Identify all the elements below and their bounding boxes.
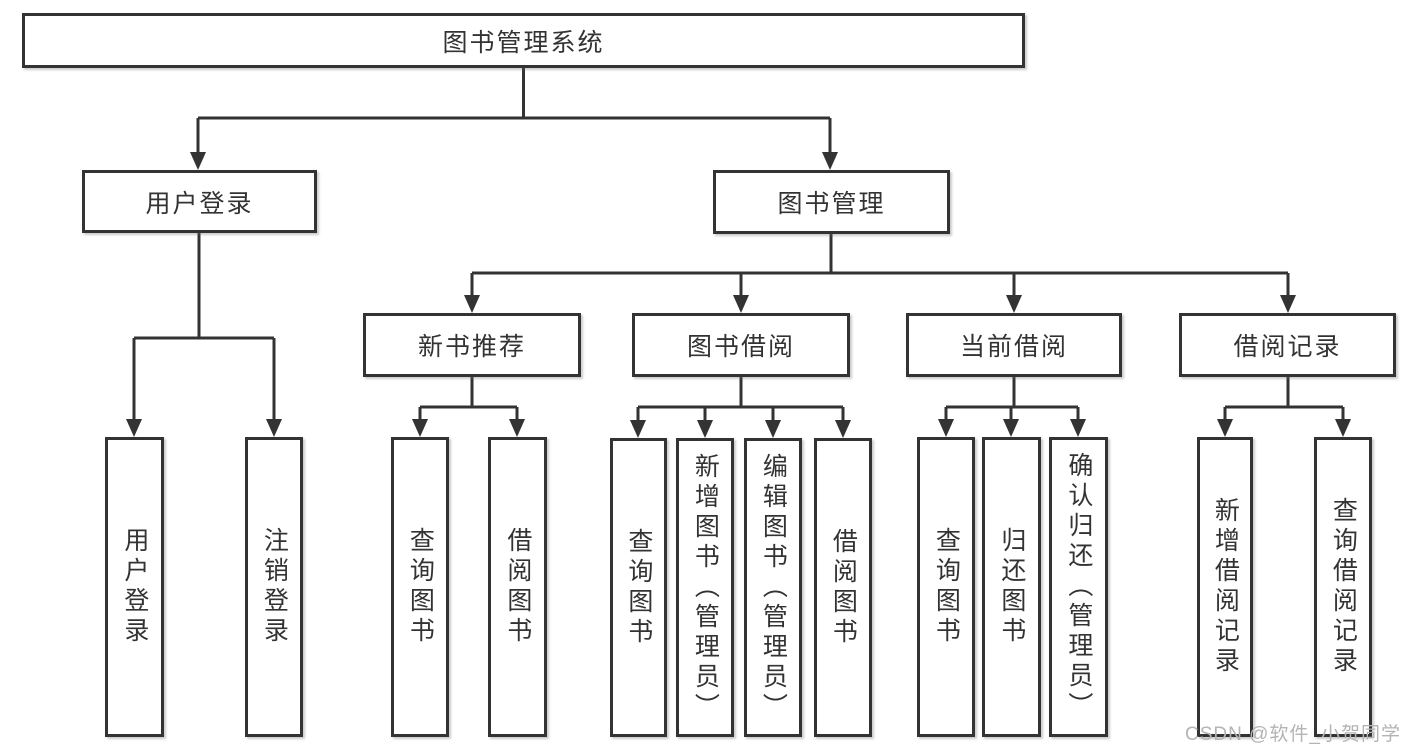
leaf-query-books-recommend: 查询图书	[391, 437, 449, 737]
leaf-query-books-borrowing-label: 查询图书	[624, 527, 653, 648]
leaf-edit-book-admin: 编辑图书（管理员）	[744, 438, 802, 737]
leaf-query-books-current: 查询图书	[917, 437, 975, 737]
node-root: 图书管理系统	[22, 13, 1025, 68]
node-user-login: 用户登录	[82, 170, 317, 233]
leaf-confirm-return-admin-label: 确认归还（管理员）	[1064, 452, 1093, 722]
leaf-query-books-borrowing: 查询图书	[610, 438, 667, 737]
node-borrowing-records: 借阅记录	[1179, 313, 1396, 377]
leaf-add-book-admin: 新增图书（管理员）	[676, 438, 734, 737]
leaf-confirm-return-admin: 确认归还（管理员）	[1049, 437, 1108, 737]
leaf-query-borrow-record-label: 查询借阅记录	[1329, 497, 1358, 677]
leaf-logout-label: 注销登录	[260, 527, 289, 647]
leaf-add-book-admin-label: 新增图书（管理员）	[691, 452, 720, 723]
watermark: CSDN @软件_小贺同学	[1185, 724, 1401, 745]
arrowheads	[126, 152, 1351, 438]
leaf-logout: 注销登录	[245, 437, 303, 737]
leaf-borrow-books-recommend: 借阅图书	[488, 437, 547, 737]
leaf-user-login-label: 用户登录	[120, 527, 149, 647]
leaf-borrow-books-recommend-label: 借阅图书	[503, 527, 532, 647]
leaf-return-book: 归还图书	[982, 437, 1041, 737]
leaf-query-books-current-label: 查询图书	[932, 527, 961, 647]
leaf-borrow-books-borrowing-label: 借阅图书	[829, 527, 858, 648]
leaf-user-login: 用户登录	[105, 437, 164, 737]
leaf-query-books-recommend-label: 查询图书	[406, 527, 435, 647]
node-book-borrowing: 图书借阅	[632, 313, 850, 377]
node-book-management: 图书管理	[713, 170, 950, 234]
node-current-borrowing: 当前借阅	[906, 313, 1122, 377]
leaf-add-borrow-record: 新增借阅记录	[1197, 437, 1253, 737]
leaf-edit-book-admin-label: 编辑图书（管理员）	[759, 452, 788, 723]
node-new-book-recommend: 新书推荐	[363, 313, 581, 377]
leaf-query-borrow-record: 查询借阅记录	[1314, 437, 1372, 737]
leaf-return-book-label: 归还图书	[997, 527, 1026, 647]
leaf-borrow-books-borrowing: 借阅图书	[814, 438, 872, 737]
leaf-add-borrow-record-label: 新增借阅记录	[1211, 497, 1240, 677]
